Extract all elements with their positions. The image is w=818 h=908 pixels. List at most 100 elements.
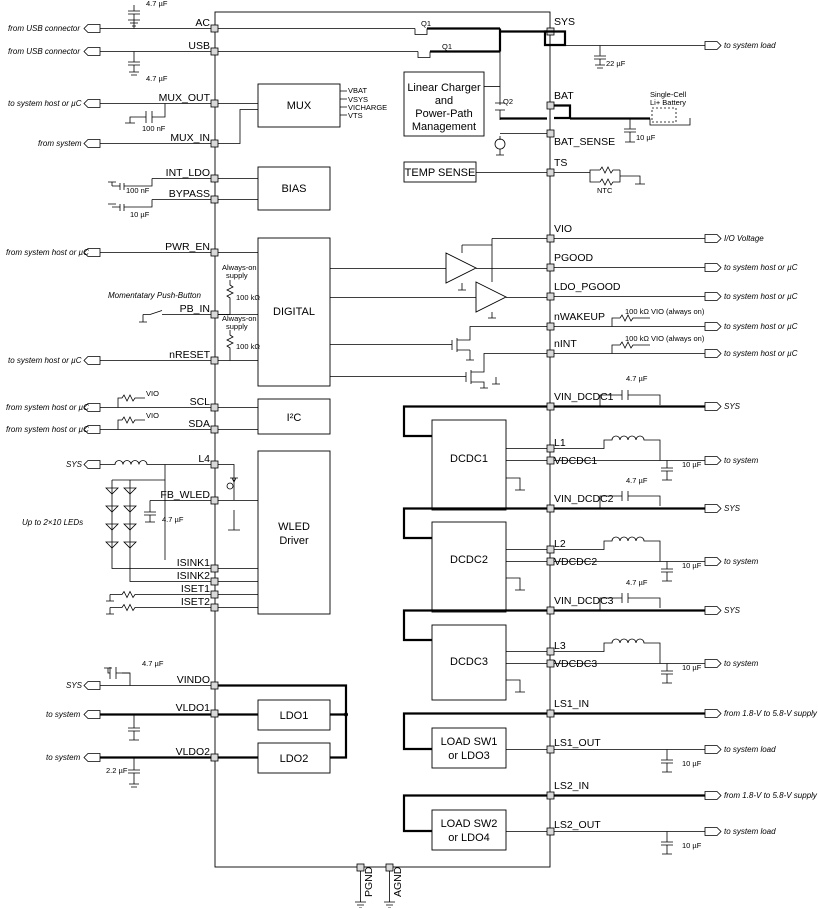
pin-ldo-pgood: LDO_PGOOD <box>554 281 621 293</box>
svg-text:DIGITAL: DIGITAL <box>273 306 315 318</box>
pin-pwr-en: PWR_EN <box>165 241 210 253</box>
svg-text:10 µF: 10 µF <box>636 133 656 142</box>
pin-scl: SCL <box>190 396 211 408</box>
pin-isink1: ISINK1 <box>177 557 210 569</box>
block-charger: Linear Charger and Power-Path Management <box>403 71 485 137</box>
right-external-labels: to system load I/O Voltage to system hos… <box>704 41 818 836</box>
svg-text:supply: supply <box>226 271 248 280</box>
svg-text:10 µF: 10 µF <box>682 759 702 768</box>
pin-vindo: VINDO <box>177 674 210 686</box>
label-usb: from USB connector <box>8 47 80 56</box>
pin-vdcdc1: VDCDC1 <box>554 455 597 467</box>
svg-text:Q1: Q1 <box>442 42 452 51</box>
pin-ac: AC <box>195 17 210 29</box>
svg-text:4.7 µF: 4.7 µF <box>162 515 184 524</box>
svg-text:4.7 µF: 4.7 µF <box>146 74 168 83</box>
svg-text:4.7 µF: 4.7 µF <box>626 476 648 485</box>
block-bias: BIAS <box>218 166 331 211</box>
block-dcdc3: DCDC3 4.7 µF 10 µF <box>402 578 705 701</box>
label-vldo1: to system <box>46 710 81 719</box>
pin-bat: BAT <box>554 90 574 102</box>
block-dcdc2: DCDC2 4.7 µF 10 µF <box>402 476 705 613</box>
pin-fb-wled: FB_WLED <box>160 489 210 501</box>
pin-nint: nINT <box>554 338 577 350</box>
label-ls1-in: from 1.8-V to 5.8-V supply <box>724 709 818 718</box>
right-signal-wires: 100 kΩ VIO (always on) 100 kΩ VIO (alway… <box>554 238 705 354</box>
pin-pgood: PGOOD <box>554 252 594 264</box>
label-vio: I/O Voltage <box>724 234 764 243</box>
svg-text:LDO2: LDO2 <box>280 753 309 765</box>
ntc-circuit: NTC <box>554 166 645 195</box>
pin-ls1-out: LS1_OUT <box>554 737 601 749</box>
svg-text:4.7 µF: 4.7 µF <box>626 578 648 587</box>
pin-sys: SYS <box>554 16 575 28</box>
pin-pb-in: PB_IN <box>180 303 210 315</box>
svg-text:Power-Path: Power-Path <box>415 108 472 120</box>
svg-text:100 kΩ: 100 kΩ <box>625 334 649 343</box>
label-mux-out: to system host or µC <box>8 99 82 108</box>
svg-text:Always-on: Always-on <box>222 263 257 272</box>
label-mux-in: from system <box>38 139 82 148</box>
svg-text:100 kΩ: 100 kΩ <box>236 293 260 302</box>
svg-text:Management: Management <box>412 121 476 133</box>
label-vindo-sys: SYS <box>66 681 83 690</box>
block-temp-sense: TEMP SENSE <box>403 161 547 183</box>
svg-text:10 µF: 10 µF <box>130 210 150 219</box>
svg-text:MUX: MUX <box>287 100 312 112</box>
block-ls2: LOAD SW2 or LDO4 10 µF <box>402 794 705 855</box>
svg-text:10 µF: 10 µF <box>682 561 702 570</box>
digital-outputs <box>330 238 547 389</box>
svg-text:WLED: WLED <box>278 521 310 533</box>
label-ldo-pgood: to system host or µC <box>724 292 798 301</box>
svg-text:DCDC1: DCDC1 <box>450 453 488 465</box>
label-vldo2: to system <box>46 753 81 762</box>
svg-text:I²C: I²C <box>287 412 302 424</box>
block-digital: DIGITAL <box>218 237 331 387</box>
pin-vin-dcdc2: VIN_DCDC2 <box>554 493 614 505</box>
svg-text:100 kΩ: 100 kΩ <box>236 342 260 351</box>
left-external: from USB connector from USB connector 4.… <box>6 0 260 788</box>
pin-l2: L2 <box>554 538 566 550</box>
label-vd3: to system <box>724 659 759 668</box>
label-vin2: SYS <box>724 504 741 513</box>
label-leds: Up to 2×10 LEDs <box>22 518 83 527</box>
pin-ls2-in: LS2_IN <box>554 780 589 792</box>
label-ls2-in: from 1.8-V to 5.8-V supply <box>724 791 818 800</box>
svg-text:4.7 µF: 4.7 µF <box>626 374 648 383</box>
pin-l3: L3 <box>554 640 566 652</box>
right-pins: SYS BAT BAT_SENSE TS VIO PGOOD LDO_PGOOD… <box>546 16 621 836</box>
pin-usb: USB <box>188 40 210 52</box>
svg-text:10 µF: 10 µF <box>682 460 702 469</box>
svg-text:VIO: VIO <box>146 389 159 398</box>
svg-text:Q2: Q2 <box>503 97 513 106</box>
label-l4-sys: SYS <box>66 460 83 469</box>
pin-vin-dcdc1: VIN_DCDC1 <box>554 391 614 403</box>
pin-l4: L4 <box>198 453 210 465</box>
label-pwr-en: from system host or µC <box>6 248 89 257</box>
svg-text:10 µF: 10 µF <box>682 663 702 672</box>
svg-text:22 µF: 22 µF <box>606 59 626 68</box>
block-dcdc1: DCDC1 4.7 µF 10 µF <box>402 374 705 511</box>
pin-agnd: AGND <box>392 866 404 897</box>
svg-text:Linear Charger: Linear Charger <box>407 82 481 94</box>
pin-ls2-out: LS2_OUT <box>554 819 601 831</box>
pin-isink2: ISINK2 <box>177 570 210 582</box>
block-ldo1: LDO1 <box>257 699 331 731</box>
pin-vin-dcdc3: VIN_DCDC3 <box>554 595 614 607</box>
ldo-supply-wire <box>218 684 348 759</box>
svg-text:or LDO4: or LDO4 <box>448 832 490 844</box>
svg-text:VIO (always on): VIO (always on) <box>651 334 705 343</box>
pin-iset1: ISET1 <box>181 583 210 595</box>
pin-pgnd: PGND <box>363 866 375 897</box>
block-ls1: LOAD SW1 or LDO3 10 µF <box>402 712 705 773</box>
power-path: Q1 Q1 22 µF Q2 Single-Cell Li+ Battery 1… <box>218 19 705 156</box>
svg-text:VIO: VIO <box>146 411 159 420</box>
pin-nreset: nRESET <box>169 349 210 361</box>
svg-text:DCDC3: DCDC3 <box>450 656 488 668</box>
svg-text:NTC: NTC <box>597 186 613 195</box>
label-ls2-out: to system load <box>724 827 776 836</box>
pin-mux-in: MUX_IN <box>170 132 210 144</box>
pin-vdcdc2: VDCDC2 <box>554 556 597 568</box>
pin-mux-out: MUX_OUT <box>159 92 211 104</box>
